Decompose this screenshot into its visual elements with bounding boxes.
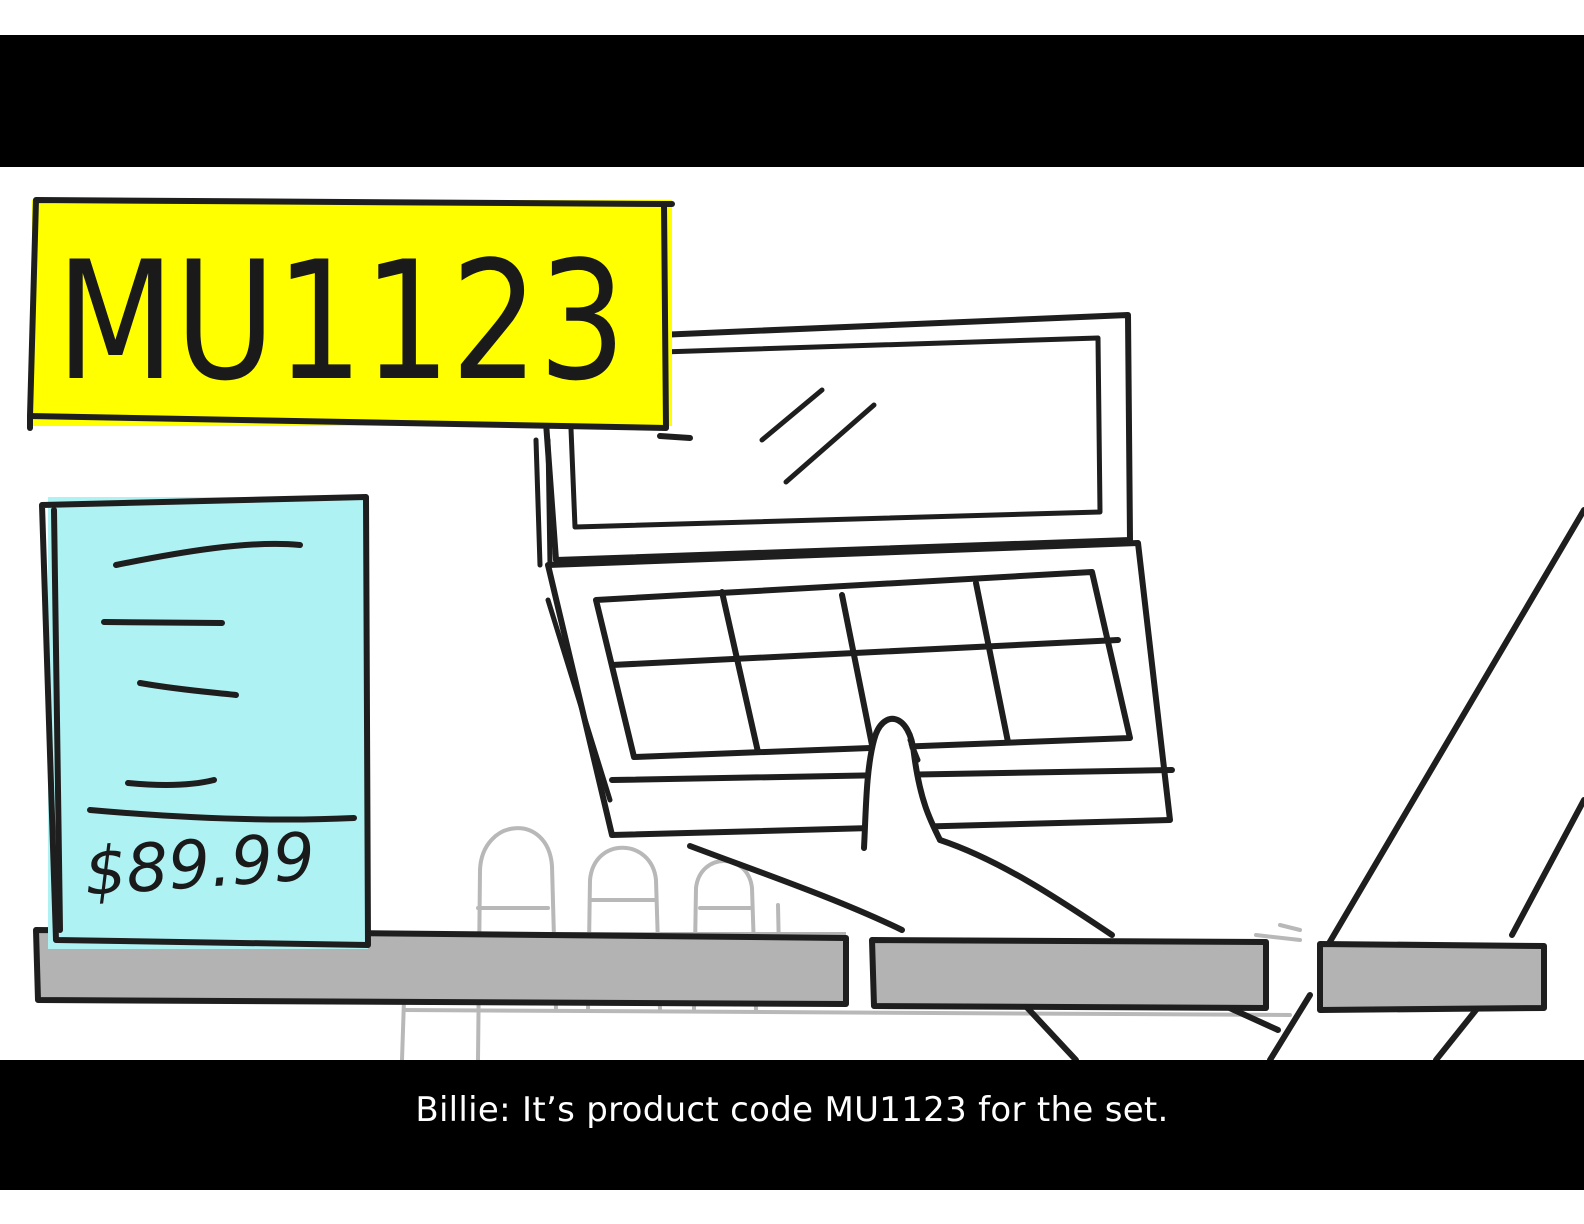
background-diagonal-lines xyxy=(1017,507,1584,1060)
caption-bar: Billie: It’s product code MU1123 for the… xyxy=(0,1060,1584,1190)
dialogue-caption: Billie: It’s product code MU1123 for the… xyxy=(415,1090,1169,1130)
shelf xyxy=(33,927,1547,1013)
product-box-sketch: $89.99 xyxy=(39,494,371,949)
hand-pressing-key-sketch xyxy=(687,715,1115,938)
card-terminal-sketch xyxy=(533,312,1175,838)
price-label: $89.99 xyxy=(82,818,318,911)
letterbox-top-bar xyxy=(0,35,1584,167)
product-code-sign: MU1123 xyxy=(27,197,693,441)
sketch-scene: $89.99 MU1123 xyxy=(0,167,1584,1060)
sign-code-text: MU1123 xyxy=(56,226,626,417)
